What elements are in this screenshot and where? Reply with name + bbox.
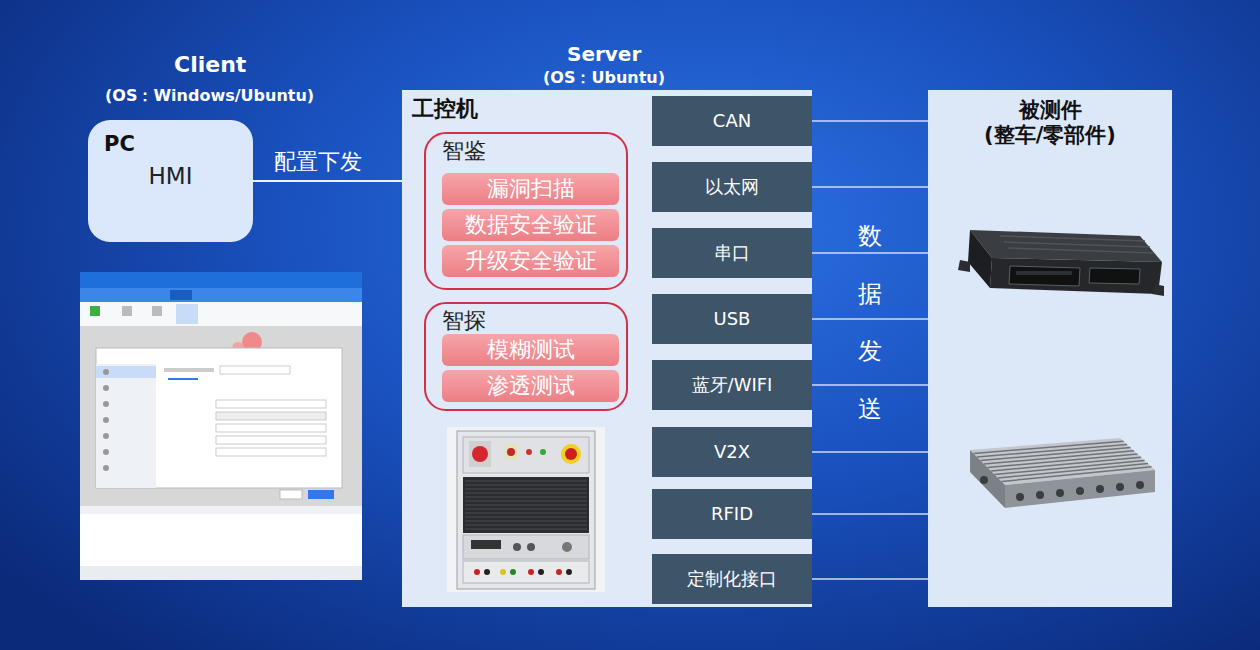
connector-line: [812, 186, 928, 188]
function-box: 数据安全验证: [442, 209, 619, 241]
node-subtitle: HMI: [104, 163, 237, 191]
heading-label: (OS：Ubuntu): [543, 68, 665, 87]
connector-line: [812, 578, 928, 580]
interface-box: USB: [652, 294, 812, 344]
node-title: 定制化接口: [687, 568, 777, 590]
function-box: 漏洞扫描: [442, 173, 619, 205]
edge-label: 配置下发: [274, 149, 362, 175]
node-title: 智鉴: [442, 138, 610, 164]
interface-box: 蓝牙/WIFI: [652, 360, 812, 410]
interface-box: CAN: [652, 96, 812, 146]
node-title: 模糊测试: [487, 337, 575, 363]
connector-line: [812, 451, 928, 453]
heading-label: Client: [174, 52, 246, 78]
server-panel: 工控机智鉴漏洞扫描数据安全验证升级安全验证智探模糊测试渗透测试CAN以太网串口U…: [402, 90, 812, 607]
connector-line: [253, 180, 402, 182]
node-title: 被测件: [928, 98, 1172, 123]
cabinet-photo: [447, 427, 605, 592]
connector-line: [812, 252, 928, 254]
ecu-housing-picture: [940, 222, 1165, 312]
node-title: 渗透测试: [487, 373, 575, 399]
node-title: 蓝牙/WIFI: [692, 374, 773, 396]
node-title: PC: [104, 132, 237, 157]
interface-box: 串口: [652, 228, 812, 278]
node-title: V2X: [714, 441, 750, 463]
device-panel: 被测件(整车/零部件): [928, 90, 1172, 607]
node-title: CAN: [713, 110, 751, 132]
ecu-heatsink-picture: [950, 430, 1160, 530]
connector-line: [812, 120, 928, 122]
module-group: 智鉴漏洞扫描数据安全验证升级安全验证: [424, 132, 628, 290]
node-title: USB: [714, 308, 751, 330]
function-box: 模糊测试: [442, 334, 619, 366]
heading-label: (OS：Windows/Ubuntu): [105, 86, 314, 105]
heading-label: Server: [567, 42, 641, 66]
function-box: 渗透测试: [442, 370, 619, 402]
vertical-label: 数据发送: [858, 208, 882, 438]
node-title: 以太网: [705, 176, 759, 198]
client-box: PC HMI: [88, 120, 253, 242]
interface-box: 以太网: [652, 162, 812, 212]
interface-box: V2X: [652, 427, 812, 477]
interface-box: RFID: [652, 489, 812, 539]
node-title: 串口: [714, 242, 750, 264]
node-title: 漏洞扫描: [487, 176, 575, 202]
node-subtitle: (整车/零部件): [928, 123, 1172, 148]
hmi-screenshot: [80, 272, 362, 580]
connector-line: [812, 384, 928, 386]
node-title: RFID: [711, 503, 753, 525]
function-box: 升级安全验证: [442, 245, 619, 277]
node-title: 升级安全验证: [465, 248, 597, 274]
connector-line: [812, 318, 928, 320]
interface-box: 定制化接口: [652, 554, 812, 604]
node-title: 数据安全验证: [465, 212, 597, 238]
connector-line: [812, 513, 928, 515]
node-title: 智探: [442, 308, 610, 334]
module-group: 智探模糊测试渗透测试: [424, 302, 628, 411]
